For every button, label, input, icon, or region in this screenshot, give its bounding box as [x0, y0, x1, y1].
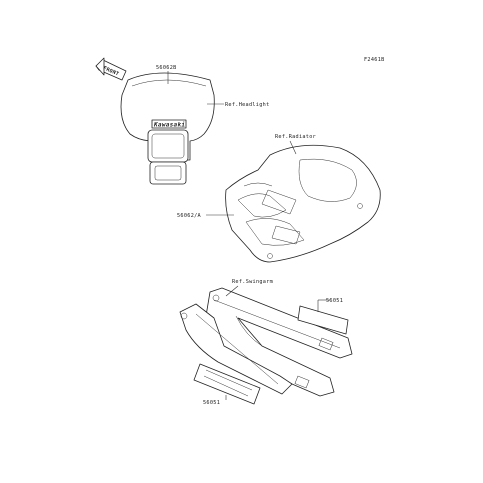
figure-code: F2461B [364, 57, 385, 63]
label-56062b: 56062B [156, 65, 177, 71]
label-ref-headlight: Ref.Headlight [225, 102, 270, 108]
headlight-brand: Kawasaki [153, 122, 185, 129]
label-ref-swingarm: Ref.Swingarm [232, 279, 273, 285]
leader-ref-swingarm [225, 285, 239, 297]
decal-left [193, 363, 261, 405]
leader-ref-radiator [289, 140, 297, 155]
radiator-shroud [225, 144, 381, 263]
swingarm [179, 287, 353, 397]
label-56051-left: 56051 [203, 400, 220, 406]
label-56062a: 56062/A [177, 213, 202, 219]
label-56051-right: 56051 [326, 298, 343, 304]
front-arrow-icon: FRONT [95, 57, 127, 81]
decal-right [297, 305, 349, 335]
headlight-cover: Kawasaki [120, 72, 215, 185]
label-ref-radiator: Ref.Radiator [275, 134, 316, 140]
